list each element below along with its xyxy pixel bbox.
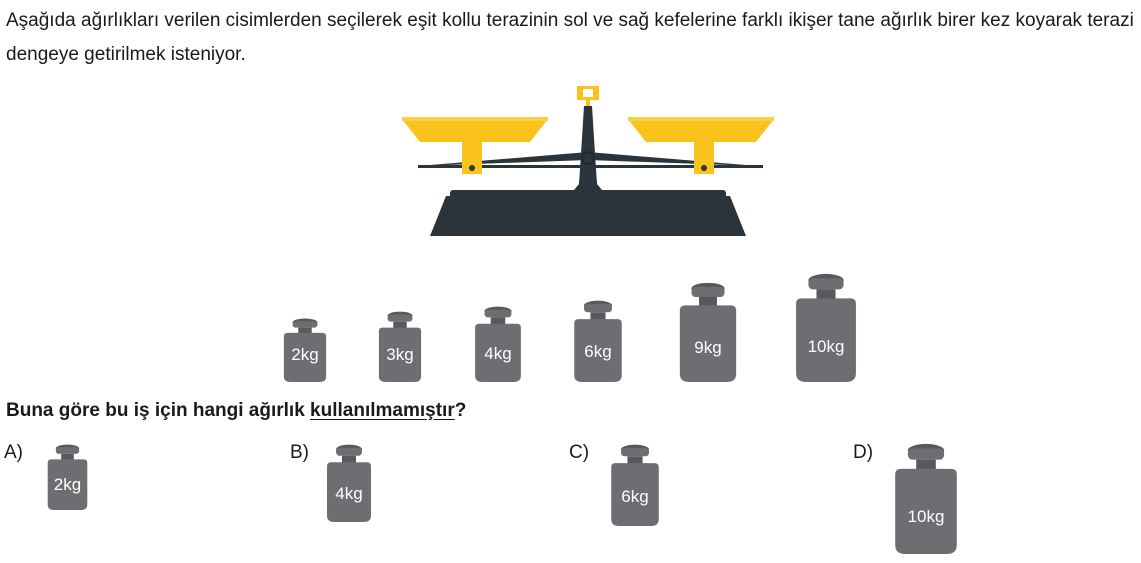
weight-10kg: 10kg [792,273,860,382]
option-b-letter[interactable]: B) [290,442,309,463]
kettlebell-weight-icon [574,300,622,382]
weight-4kg: 4kg [472,306,524,382]
weight-label: 3kg [386,345,414,364]
option-d-weight[interactable]: 10kg [891,443,961,554]
kettlebell-weight-icon [475,306,521,382]
weight-3kg: 3kg [376,311,424,382]
option-c-weight[interactable]: 6kg [608,444,662,526]
question-prompt: Buna göre bu iş için hangi ağırlık kulla… [6,400,466,422]
weight-2kg: 2kg [281,318,329,382]
kettlebell-weight-icon [327,444,371,522]
weight-label: 9kg [694,338,722,357]
prompt-end: ? [454,400,467,421]
option-b-weight[interactable]: 4kg [324,444,374,522]
option-a-weight[interactable]: 2kg [45,444,90,510]
weight-label: 4kg [484,344,512,363]
weight-6kg: 6kg [571,300,625,382]
prompt-text: Buna göre bu iş için hangi ağırlık [6,400,311,421]
kettlebell-weight-icon [679,282,737,382]
option-c-letter[interactable]: C) [569,442,590,463]
balance-scale-icon [398,84,778,242]
weight-9kg: 9kg [676,282,740,382]
kettlebell-weight-icon [611,444,659,526]
weight-label: 2kg [291,345,319,364]
weight-label: 10kg [807,337,845,356]
option-a-letter[interactable]: A) [4,442,23,463]
weight-label: 6kg [584,342,612,361]
weight-label: 6kg [621,487,649,506]
kettlebell-weight-icon [796,273,856,382]
option-d-letter[interactable]: D) [853,442,874,463]
kettlebell-weight-icon [895,443,957,554]
kettlebell-weight-icon [283,318,327,382]
weight-label: 4kg [335,484,363,503]
weight-label: 2kg [53,475,82,494]
kettlebell-weight-icon [378,311,422,382]
kettlebell-weight-icon [47,444,88,510]
prompt-underlined: kullanılmamıştır [310,400,455,421]
question-intro: Aşağıda ağırlıkları verilen cisimlerden … [6,10,1134,65]
weight-label: 10kg [907,507,945,526]
